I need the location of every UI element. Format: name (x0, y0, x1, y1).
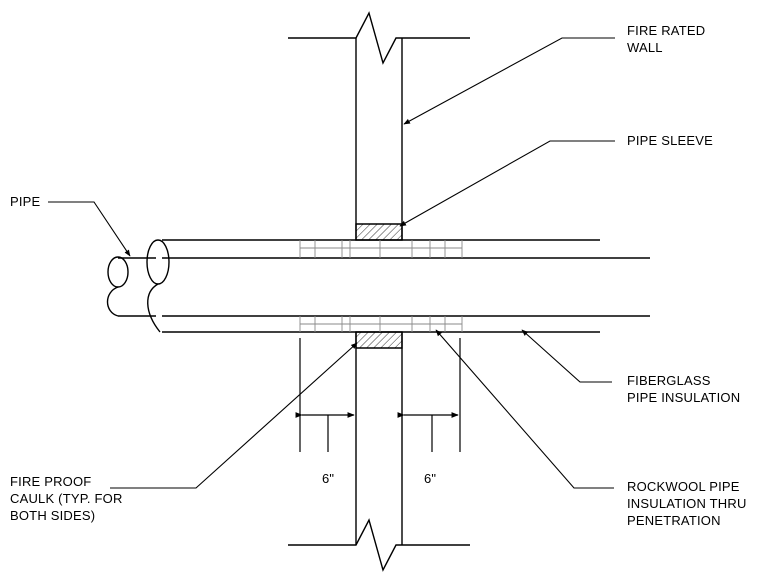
leader-rockwool (435, 329, 614, 488)
dimension-right-label: 6" (424, 471, 437, 486)
leader-fiberglass (521, 329, 612, 382)
dimension-left-label: 6" (322, 471, 335, 486)
pipe-break-end-outer-lower (148, 284, 160, 332)
label-rockwool-insulation: ROCKWOOL PIPE INSULATION THRU PENETRATIO… (627, 479, 747, 528)
wall-top-break-line (288, 13, 470, 63)
pipe-break-end-outer (147, 240, 169, 284)
label-fiberglass-insulation: FIBERGLASS PIPE INSULATION (627, 373, 741, 405)
leader-pipe (48, 202, 130, 257)
leader-fire-rated-wall (403, 38, 615, 124)
pipe-break-end-inner (108, 257, 128, 287)
leader-pipe-sleeve (399, 141, 615, 226)
label-fire-proof-caulk: FIRE PROOF CAULK (TYP. FOR BOTH SIDES) (10, 474, 123, 523)
wall-bottom-break-line (288, 520, 470, 570)
pipe-break-end-inner-lower (108, 287, 119, 316)
fire-caulk-bottom (356, 332, 402, 348)
label-pipe-sleeve: PIPE SLEEVE (627, 133, 714, 148)
pipe-sleeve-top (356, 224, 402, 240)
rockwool-insulation-marks (300, 240, 462, 332)
label-fire-rated-wall: FIRE RATED WALL (627, 23, 706, 55)
leader-fire-caulk (110, 342, 358, 488)
label-pipe: PIPE (10, 194, 41, 209)
